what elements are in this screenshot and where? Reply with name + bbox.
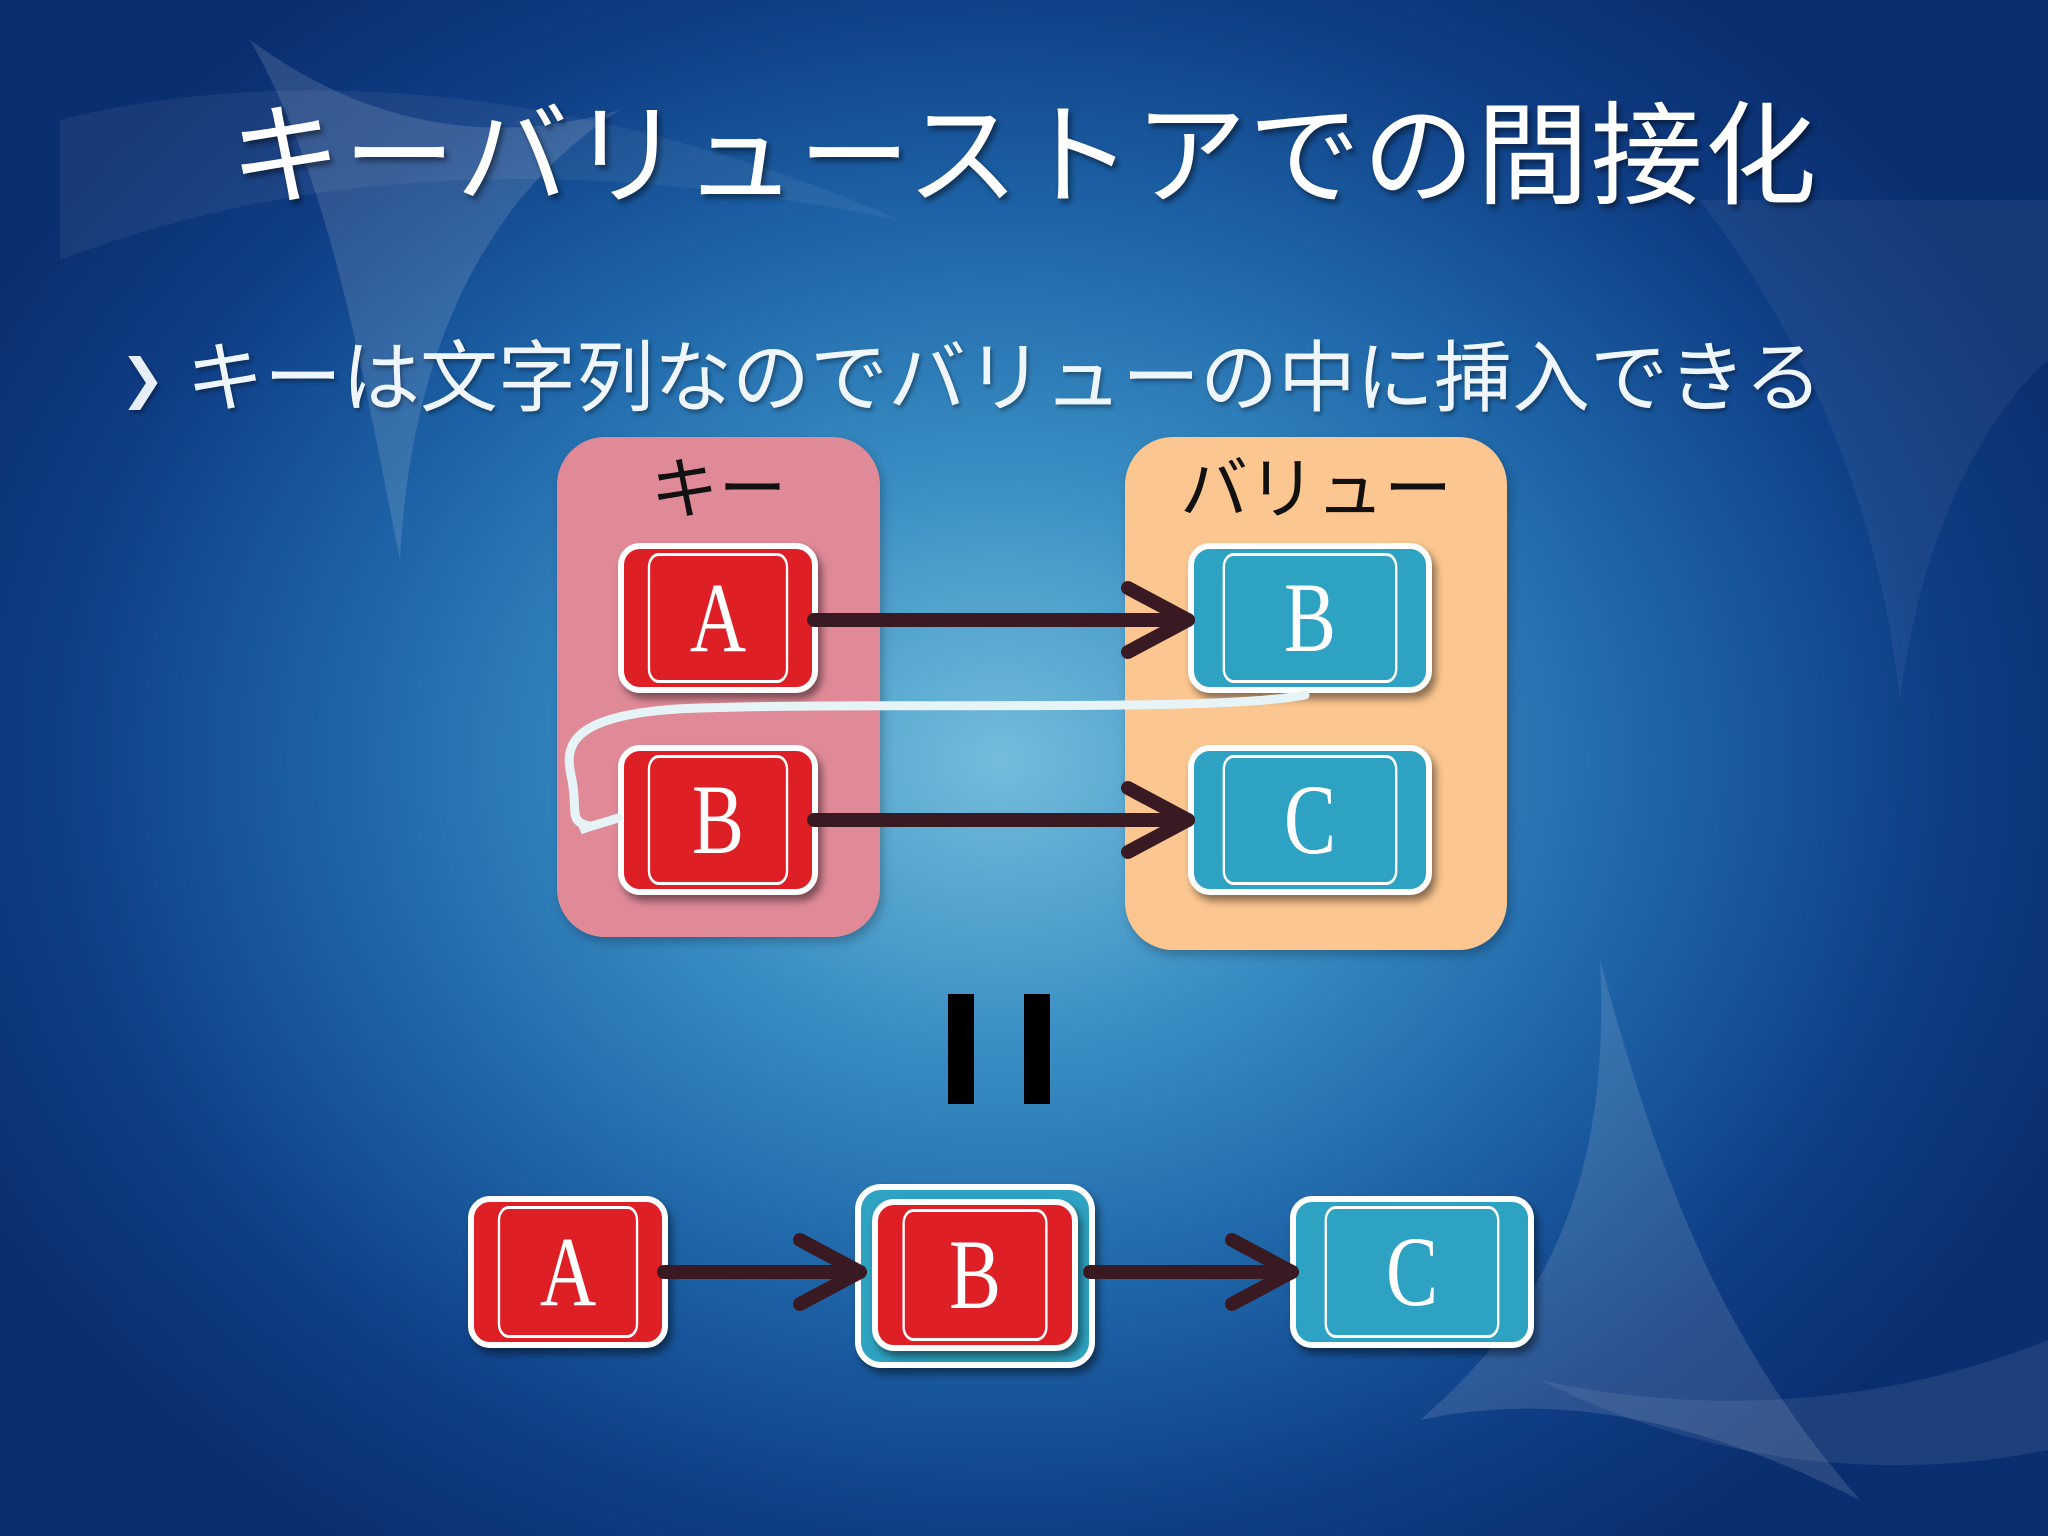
- key-group-label: キー: [650, 451, 787, 530]
- key-node-b: B: [618, 745, 818, 895]
- key-node-b-label: B: [647, 755, 789, 885]
- key-node-a-label: A: [647, 553, 789, 683]
- value-group-label: バリュー: [1179, 451, 1452, 530]
- chain-node-b-label: B: [902, 1209, 1048, 1341]
- bullet-marker-icon: ❯: [120, 347, 166, 410]
- chain-node-c-label: C: [1324, 1206, 1500, 1338]
- arrow-chain-a-to-b-head: [793, 1233, 867, 1311]
- arrow-key-a-to-value-b-head: [1121, 581, 1195, 659]
- arrow-chain-b-to-c-head: [1225, 1233, 1299, 1311]
- value-node-c: C: [1188, 745, 1432, 895]
- equals-bar-right: [1024, 994, 1050, 1104]
- value-node-c-label: C: [1222, 755, 1398, 885]
- chain-node-b: B: [872, 1199, 1078, 1351]
- chain-node-a: A: [468, 1196, 668, 1348]
- slide-title: キーバリューストアでの間接化: [229, 92, 1819, 222]
- value-node-b-label: B: [1222, 553, 1398, 683]
- bullet-text: キーは文字列なのでバリューの中に挿入できる: [186, 334, 1823, 424]
- equals-bar-left: [948, 994, 974, 1104]
- arrow-key-b-to-value-c-head: [1121, 781, 1195, 859]
- loop-arrow-value-b-to-key-b: [564, 690, 1310, 835]
- chain-node-a-label: A: [497, 1206, 639, 1338]
- connector-arrows: [657, 581, 1299, 1311]
